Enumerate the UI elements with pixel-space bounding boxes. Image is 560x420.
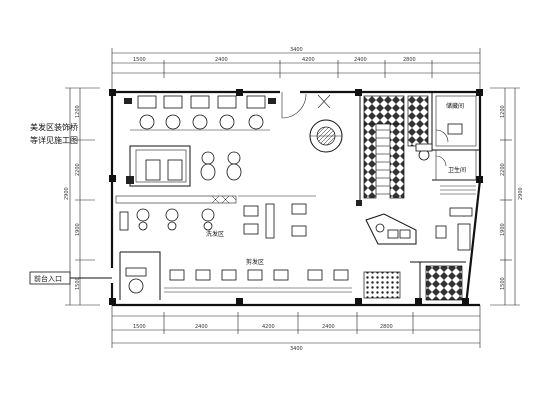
left-note-line2: 等详见施工图 xyxy=(30,135,78,145)
dim-right-seg-2: 2200 xyxy=(500,163,506,176)
dim-bottom-seg-5: 2800 xyxy=(380,324,393,330)
dim-bottom-seg-1: 1500 xyxy=(133,324,146,330)
tiled-stair-area xyxy=(363,95,429,199)
dim-top-seg-4: 2400 xyxy=(354,57,367,63)
decorative-floor-area xyxy=(363,265,463,301)
dim-left-seg-3: 1900 xyxy=(75,223,81,236)
round-display-stand xyxy=(309,119,343,153)
top-dimension-segments: 1500 2400 4200 2400 2800 xyxy=(133,57,416,63)
dim-right-seg-4: 1500 xyxy=(500,277,506,290)
dim-top-seg-3: 4200 xyxy=(302,57,315,63)
entrance-label: 前台入口 xyxy=(34,274,62,283)
reception-desk xyxy=(356,200,417,245)
cutting-chairs-left: 洗发区 xyxy=(119,208,224,238)
dim-right-total: 2900 xyxy=(518,187,524,200)
dim-bottom-seg-3: 4200 xyxy=(262,324,275,330)
outer-walls xyxy=(110,90,482,307)
entry-door-top xyxy=(281,92,331,119)
left-annotation: 美发区装饰桥 等详见施工图 xyxy=(30,122,78,145)
left-dimension-lines: 2900 1200 2200 1900 1500 xyxy=(64,87,100,306)
dim-top-seg-5: 2800 xyxy=(403,57,416,63)
dim-top-seg-2: 2400 xyxy=(215,57,228,63)
cutting-chairs-bottom-row: 剪发区 xyxy=(164,258,352,293)
top-dimension-lines: 3400 xyxy=(111,47,481,90)
dim-bottom-total: 3400 xyxy=(290,346,303,352)
washroom-label: 卫生间 xyxy=(448,166,466,174)
dim-left-seg-4: 1500 xyxy=(75,277,81,290)
wash-zone-label: 洗发区 xyxy=(206,230,224,238)
dim-top-seg-1: 1500 xyxy=(133,57,146,63)
side-stair-lines xyxy=(435,185,476,251)
dim-top-total: 3400 xyxy=(290,47,303,53)
structural-columns xyxy=(109,89,483,305)
wash-chairs-top-row xyxy=(124,95,276,131)
small-room-bottom-left xyxy=(125,267,147,294)
dim-left-total: 2900 xyxy=(64,187,70,200)
dim-left-seg-2: 2200 xyxy=(75,163,81,176)
bottom-dimension-lines: 3400 xyxy=(111,305,481,352)
storage-room-label: 储藏间 xyxy=(446,102,464,110)
mirror-counter-strip xyxy=(115,195,237,204)
dim-bottom-seg-4: 2400 xyxy=(322,324,335,330)
dim-right-seg-3: 1900 xyxy=(500,223,506,236)
dim-right-seg-1: 1200 xyxy=(500,105,506,118)
entrance-marker: 前台入口 xyxy=(29,271,112,285)
cut-zone-label: 剪发区 xyxy=(246,258,264,266)
right-dimension-lines: 2900 1200 2200 1900 1500 xyxy=(490,87,524,306)
cutting-station-block xyxy=(126,145,242,187)
dim-left-seg-1: 1200 xyxy=(75,105,81,118)
bottom-dimension-segments: 1500 2400 4200 2400 2800 xyxy=(133,324,393,330)
storage-room: 储藏间 xyxy=(435,95,477,147)
washroom: 卫生间 xyxy=(415,143,477,181)
center-display-units xyxy=(238,195,316,239)
dim-bottom-seg-2: 2400 xyxy=(195,324,208,330)
left-note-line1: 美发区装饰桥 xyxy=(30,122,78,132)
